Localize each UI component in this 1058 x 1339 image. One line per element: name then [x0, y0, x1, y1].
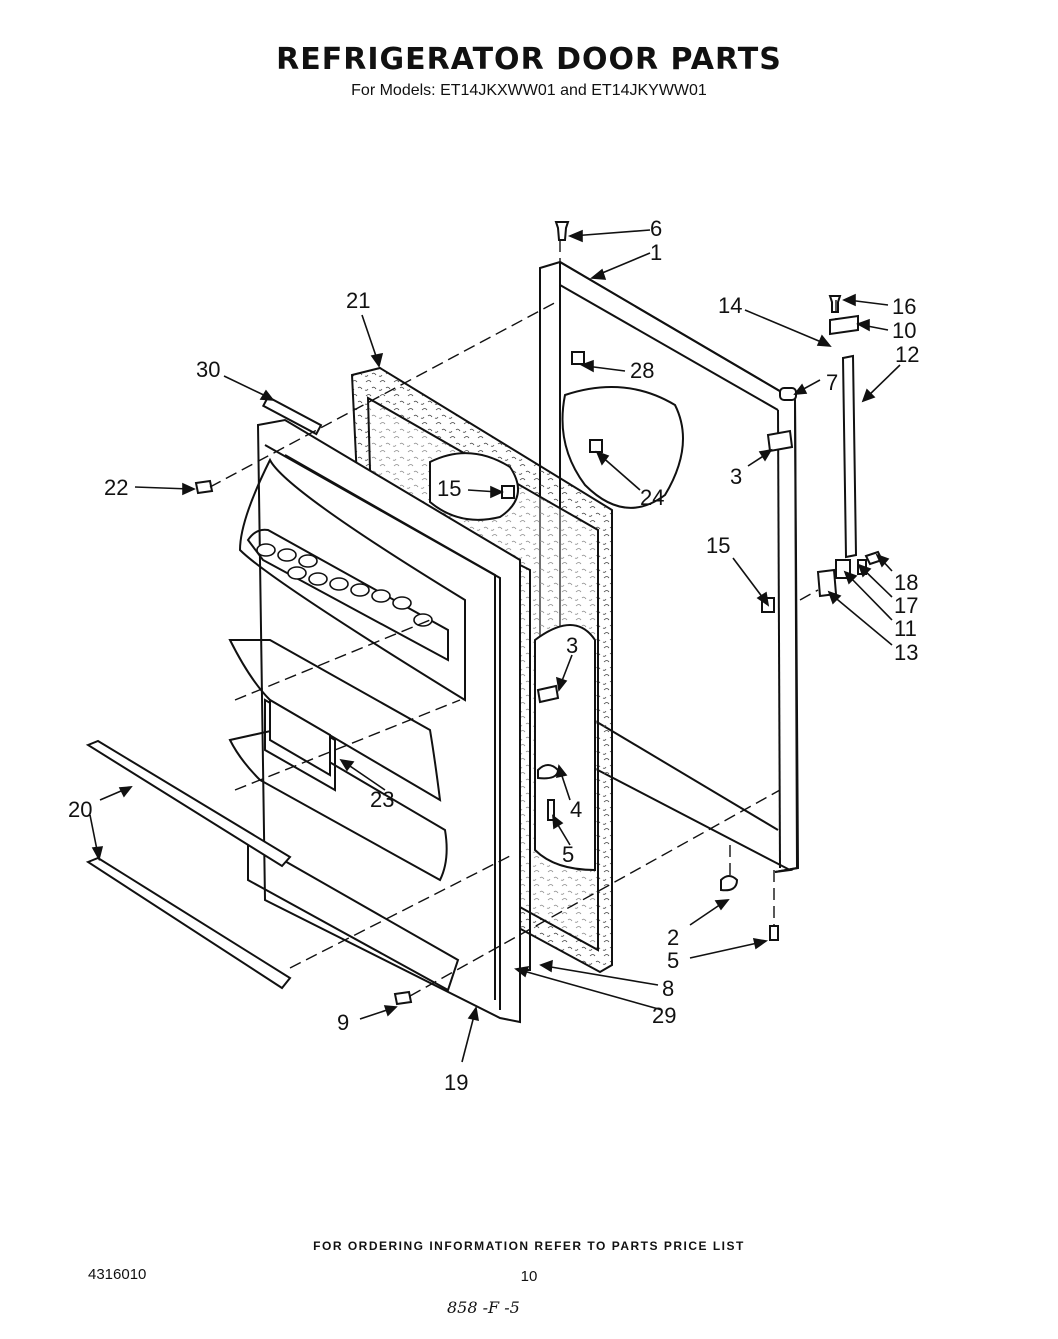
callout-8: 8	[662, 976, 674, 1001]
inner-door-liner	[228, 418, 521, 1024]
assembly-lines	[209, 240, 837, 997]
callout-23: 23	[370, 787, 394, 812]
callout-30: 30	[196, 357, 220, 382]
small-hardware-parts	[194, 221, 884, 1006]
callout-19: 19	[444, 1070, 468, 1095]
callout-10: 10	[892, 318, 916, 343]
callout-21: 21	[346, 288, 370, 313]
callout-2: 2	[667, 925, 679, 950]
callout-5: 5	[562, 842, 574, 867]
callout-12: 12	[895, 342, 919, 367]
page-title: REFRIGERATOR DOOR PARTS	[276, 42, 782, 77]
callout-labels: 6 1 21 14 16 10 30 28 12 7 22 15 24 3 15…	[68, 216, 919, 1095]
callout-5: 5	[667, 948, 679, 973]
callout-20: 20	[68, 797, 92, 822]
door-shelf-bars	[85, 739, 292, 990]
callout-17: 17	[894, 593, 918, 618]
callout-3: 3	[566, 633, 578, 658]
callout-leaders	[89, 229, 901, 1063]
callout-15: 15	[706, 533, 730, 558]
egg-rack-holes	[256, 543, 433, 627]
page-number: 10	[520, 1268, 538, 1285]
callout-16: 16	[892, 294, 916, 319]
callout-13: 13	[894, 640, 918, 665]
callout-6: 6	[650, 216, 662, 241]
callout-18: 18	[894, 570, 918, 595]
callout-24: 24	[640, 485, 664, 510]
callout-1: 1	[650, 240, 662, 265]
page-subtitle: For Models: ET14JKXWW01 and ET14JKYWW01	[351, 82, 707, 99]
callout-3: 3	[730, 464, 742, 489]
callout-28: 28	[630, 358, 654, 383]
ordering-note: FOR ORDERING INFORMATION REFER TO PARTS …	[313, 1239, 745, 1253]
callout-7: 7	[826, 370, 838, 395]
callout-22: 22	[104, 475, 128, 500]
hinge-bar	[816, 314, 859, 598]
callout-29: 29	[652, 1003, 676, 1028]
callout-11: 11	[894, 616, 917, 641]
document-number: 4316010	[88, 1266, 147, 1283]
handwritten-note: 858 -F -5	[447, 1298, 520, 1317]
callout-9: 9	[337, 1010, 349, 1035]
callout-14: 14	[718, 293, 742, 318]
callout-15: 15	[437, 476, 461, 501]
callout-4: 4	[570, 797, 582, 822]
